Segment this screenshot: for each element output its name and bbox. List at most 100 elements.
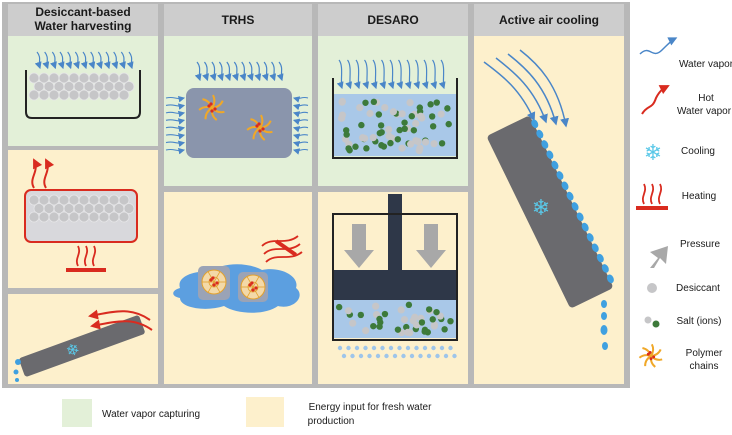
condensate-droplets xyxy=(531,119,614,284)
polymer-strand xyxy=(246,276,254,288)
salt-particle xyxy=(401,119,408,126)
trhs-release xyxy=(173,235,303,313)
desiccant-particle xyxy=(366,109,374,118)
salt-particle xyxy=(381,310,389,318)
permeate-droplet xyxy=(443,353,449,359)
polymer-core xyxy=(207,104,211,108)
permeate-droplet xyxy=(414,345,419,351)
condensate-droplet xyxy=(536,129,544,139)
salt-particle xyxy=(433,99,440,106)
permeate-droplet xyxy=(452,353,457,359)
desiccant-particle xyxy=(407,140,415,148)
vapor-arrow xyxy=(413,59,421,90)
desiccant-particle xyxy=(400,315,409,324)
desiccant-tray-capture xyxy=(25,51,141,119)
salt-particle xyxy=(362,99,369,106)
legend-polymer-line1: Polymer xyxy=(686,348,723,359)
desiccant-bead xyxy=(88,89,100,101)
polymer-core xyxy=(254,286,258,290)
polymer-core xyxy=(255,124,259,128)
pressure-arrow-icon xyxy=(416,224,446,268)
permeate-droplet xyxy=(384,353,389,359)
vapor-arrow xyxy=(96,51,103,70)
vapor-arrow xyxy=(246,61,254,82)
vapor-arrow xyxy=(353,59,361,90)
salt-particle xyxy=(418,319,426,326)
salt-particle xyxy=(441,326,448,333)
desiccant-particle xyxy=(415,147,423,155)
salt-particle xyxy=(377,122,385,129)
permeate-droplet xyxy=(371,345,377,351)
desiccant-cooling: ❄ xyxy=(13,309,153,382)
desiccant-particle xyxy=(362,327,370,335)
desiccant-particle xyxy=(412,119,420,128)
desiccant-particle xyxy=(430,140,438,148)
vapor-arrow xyxy=(111,51,119,70)
salt-particle xyxy=(394,136,402,143)
vapor-arrows-right xyxy=(292,96,309,155)
polymer-core xyxy=(213,107,217,111)
salt-particle xyxy=(358,121,365,129)
desiccant-particle xyxy=(381,103,389,112)
desiccant-and-salt-particles xyxy=(338,97,452,155)
vapor-arrow xyxy=(292,96,309,103)
legend-hot-line2: Water vapor xyxy=(677,106,732,117)
desiccant-particle xyxy=(385,132,393,140)
polymer-strand xyxy=(252,286,260,298)
desiccant-bead xyxy=(118,194,130,206)
desiccant-particle xyxy=(398,144,406,152)
polymer-strand xyxy=(259,120,272,129)
vapor-arrow xyxy=(396,59,404,90)
energy-swatch xyxy=(246,397,284,427)
heater-plate xyxy=(275,239,297,257)
vapor-arrow xyxy=(495,57,548,124)
vapor-arrow xyxy=(292,103,309,111)
desiccant-bead xyxy=(108,211,120,223)
vapor-arrow xyxy=(292,126,309,133)
polymer-strand xyxy=(252,276,260,288)
desiccant-bead xyxy=(78,211,90,223)
permeate-droplet xyxy=(418,353,423,359)
brine-liquid-compressed xyxy=(334,300,456,338)
legend: Water vapor Hot Water vapor ❄ Cooling He… xyxy=(636,37,732,372)
vapor-arrow xyxy=(292,140,309,148)
permeate-droplet xyxy=(350,353,355,359)
salt-particle xyxy=(370,322,377,330)
salt-particle xyxy=(408,113,416,120)
condensate-droplet xyxy=(531,119,539,129)
permeate-droplet xyxy=(337,345,343,351)
hot-vapor-arrow xyxy=(90,319,153,331)
permeate-droplet xyxy=(341,353,347,359)
polymer-core xyxy=(212,283,216,287)
polymer-strand xyxy=(204,107,213,120)
salt-particle xyxy=(377,319,384,326)
polymer-core xyxy=(649,357,653,361)
desiccant-beads-heated xyxy=(28,194,135,223)
polymer-chain-icon xyxy=(198,94,225,121)
droplet xyxy=(13,369,19,375)
condensate-droplet xyxy=(551,160,559,170)
legend-salt: Salt (ions) xyxy=(676,316,721,327)
desiccant-and-salt-particles xyxy=(335,301,454,337)
vapor-arrow xyxy=(165,147,186,155)
vapor-arrow xyxy=(42,51,50,70)
desiccant-bead xyxy=(123,203,135,214)
desiccant-particle xyxy=(338,114,346,122)
header-cooling-title: Active air cooling xyxy=(499,13,599,27)
vapor-arrow xyxy=(126,51,134,70)
desiccant-particle xyxy=(414,137,422,146)
salt-particle xyxy=(370,98,378,106)
header-cooling xyxy=(474,4,624,36)
header-desiccant xyxy=(8,4,158,36)
pressure-arrow-icon xyxy=(344,224,374,268)
desiccant-bead xyxy=(88,211,100,223)
cooled-plate xyxy=(487,116,613,308)
polymer-core xyxy=(652,355,656,359)
vapor-arrow xyxy=(202,61,209,82)
vapor-arrow xyxy=(430,59,438,90)
permeate-droplet xyxy=(358,353,364,359)
condensate-droplet xyxy=(586,233,594,242)
condensate-droplet xyxy=(581,222,589,232)
salt-particle xyxy=(428,113,436,120)
polymer-core xyxy=(251,288,255,292)
